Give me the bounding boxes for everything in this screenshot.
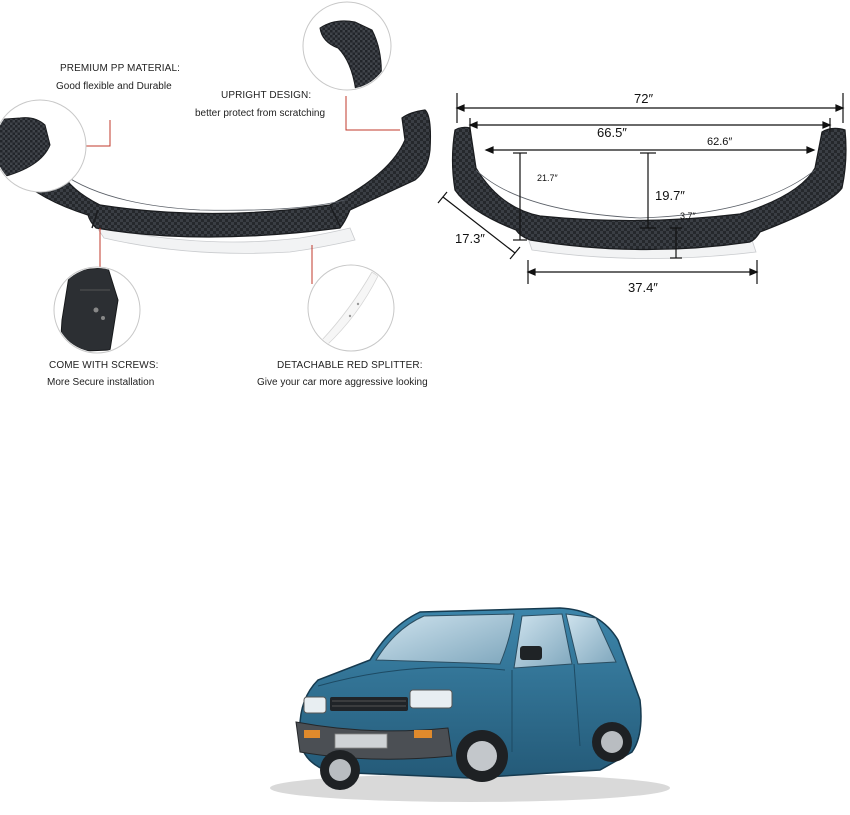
dim-side-height: 21.7″ bbox=[537, 173, 558, 183]
premium-desc: Good flexible and Durable bbox=[56, 81, 172, 92]
callout-circle-screws bbox=[53, 266, 141, 354]
upright-desc: better protect from scratching bbox=[195, 108, 326, 119]
dim-wing-length: 17.3″ bbox=[455, 231, 485, 246]
callout-circle-splitter bbox=[307, 264, 395, 352]
dim-lip-depth: 3.7″ bbox=[680, 211, 696, 221]
splitter-desc: Give your car more aggressive looking bbox=[257, 377, 428, 388]
spoiler-body-left bbox=[7, 109, 432, 238]
dim-center-height: 19.7″ bbox=[655, 188, 685, 203]
dim-front-width: 37.4″ bbox=[628, 280, 658, 295]
splitter-lip-left bbox=[95, 225, 356, 254]
dim-center-span: 62.6″ bbox=[707, 136, 733, 148]
car-photo bbox=[270, 607, 670, 802]
dim-overall-width: 72″ bbox=[634, 91, 654, 106]
upright-title: UPRIGHT DESIGN: bbox=[221, 90, 312, 101]
screws-desc: More Secure installation bbox=[47, 377, 155, 388]
splitter-title: DETACHABLE RED SPLITTER: bbox=[277, 360, 423, 371]
callout-line-upright bbox=[345, 96, 400, 131]
dim-inner-width: 66.5″ bbox=[597, 125, 627, 140]
spoiler-body-right bbox=[451, 126, 847, 251]
dim-lines bbox=[437, 93, 845, 284]
callout-circle-upright bbox=[302, 1, 392, 91]
screws-title: COME WITH SCREWS: bbox=[49, 360, 159, 371]
premium-title: PREMIUM PP MATERIAL: bbox=[60, 63, 180, 74]
callout-circle-premium bbox=[0, 99, 87, 193]
